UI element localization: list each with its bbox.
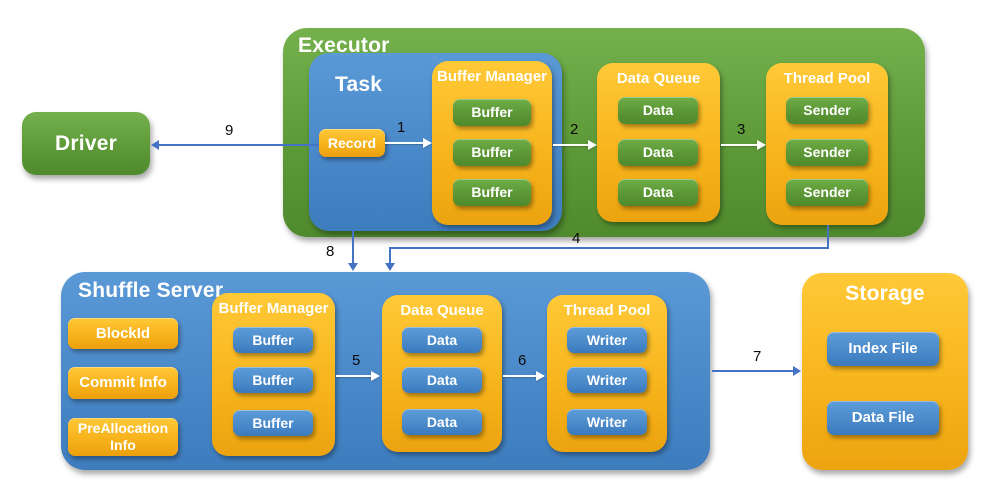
- data-file-chip: Data File: [827, 401, 939, 435]
- driver-title: Driver: [55, 131, 117, 155]
- data-chip: Data: [618, 139, 698, 166]
- data-label: Data: [642, 184, 674, 201]
- data-label: Data: [642, 144, 674, 161]
- writer-chip: Writer: [567, 367, 647, 393]
- executor-thread-pool-box: Thread Pool Sender Sender Sender: [766, 63, 888, 225]
- shuffle-server-title: Shuffle Server: [78, 279, 224, 302]
- executor-thread-pool-title: Thread Pool: [783, 70, 871, 87]
- data-label: Data: [426, 331, 458, 348]
- arrow-4-label: 4: [572, 230, 581, 247]
- storage-box: Storage Index File Data File: [802, 273, 968, 470]
- arrow-5-label: 5: [352, 352, 361, 369]
- arrow-3-label: 3: [737, 121, 746, 138]
- preallocation-info-label: PreAllocation Info: [77, 420, 169, 453]
- index-file-label: Index File: [848, 340, 918, 357]
- sender-chip: Sender: [786, 179, 868, 206]
- shuffle-thread-pool-title: Thread Pool: [563, 302, 651, 319]
- shuffle-server-box: Shuffle Server BlockId Commit Info PreAl…: [61, 272, 710, 470]
- buffer-chip: Buffer: [453, 179, 531, 206]
- commit-info-label: Commit Info: [79, 374, 167, 391]
- writer-label: Writer: [586, 371, 628, 388]
- arrow-8-label: 8: [326, 243, 335, 260]
- record-label: Record: [327, 134, 377, 151]
- buffer-label: Buffer: [471, 184, 513, 201]
- arrow-1-label: 1: [397, 119, 406, 136]
- data-chip: Data: [402, 327, 482, 353]
- data-chip: Data: [618, 97, 698, 124]
- storage-title: Storage: [845, 282, 925, 305]
- data-label: Data: [426, 413, 458, 430]
- arrow-7-label: 7: [753, 348, 762, 365]
- blockid-chip: BlockId: [68, 318, 178, 349]
- data-label: Data: [642, 102, 674, 119]
- executor-buffer-manager-title: Buffer Manager: [436, 68, 548, 85]
- data-chip: Data: [402, 409, 482, 435]
- commit-info-chip: Commit Info: [68, 367, 178, 399]
- buffer-chip: Buffer: [453, 139, 531, 166]
- executor-data-queue-title: Data Queue: [616, 70, 701, 87]
- arrow-2-label: 2: [570, 121, 579, 138]
- buffer-chip: Buffer: [233, 410, 313, 436]
- executor-buffer-manager-box: Buffer Manager Buffer Buffer Buffer: [432, 61, 552, 225]
- writer-chip: Writer: [567, 327, 647, 353]
- arrow-9-label: 9: [225, 122, 234, 139]
- shuffle-buffer-manager-title: Buffer Manager: [218, 300, 329, 317]
- shuffle-thread-pool-box: Thread Pool Writer Writer Writer: [547, 295, 667, 452]
- sender-chip: Sender: [786, 139, 868, 166]
- data-label: Data: [426, 371, 458, 388]
- blockid-label: BlockId: [95, 324, 151, 342]
- executor-box: Executor Task Record Buffer Manager Buff…: [283, 28, 925, 237]
- arrow-6-label: 6: [518, 352, 527, 369]
- data-chip: Data: [618, 179, 698, 206]
- task-title: Task: [335, 73, 383, 96]
- buffer-chip: Buffer: [233, 367, 313, 393]
- sender-label: Sender: [803, 184, 851, 201]
- buffer-label: Buffer: [252, 331, 294, 348]
- buffer-label: Buffer: [252, 371, 294, 388]
- sender-label: Sender: [803, 102, 851, 119]
- index-file-chip: Index File: [827, 332, 939, 366]
- buffer-label: Buffer: [471, 144, 513, 161]
- buffer-label: Buffer: [252, 414, 294, 431]
- writer-label: Writer: [586, 413, 628, 430]
- buffer-label: Buffer: [471, 104, 513, 121]
- shuffle-data-queue-box: Data Queue Data Data Data: [382, 295, 502, 452]
- preallocation-info-chip: PreAllocation Info: [68, 418, 178, 456]
- shuffle-buffer-manager-box: Buffer Manager Buffer Buffer Buffer: [212, 293, 335, 456]
- shuffle-data-queue-title: Data Queue: [400, 302, 484, 319]
- driver-box: Driver: [22, 112, 150, 175]
- executor-data-queue-box: Data Queue Data Data Data: [597, 63, 720, 222]
- record-chip: Record: [319, 129, 385, 157]
- buffer-chip: Buffer: [233, 327, 313, 353]
- sender-label: Sender: [803, 144, 851, 161]
- data-chip: Data: [402, 367, 482, 393]
- executor-title: Executor: [298, 34, 390, 57]
- sender-chip: Sender: [786, 97, 868, 124]
- data-file-label: Data File: [851, 409, 915, 426]
- buffer-chip: Buffer: [453, 99, 531, 126]
- writer-label: Writer: [586, 331, 628, 348]
- writer-chip: Writer: [567, 409, 647, 435]
